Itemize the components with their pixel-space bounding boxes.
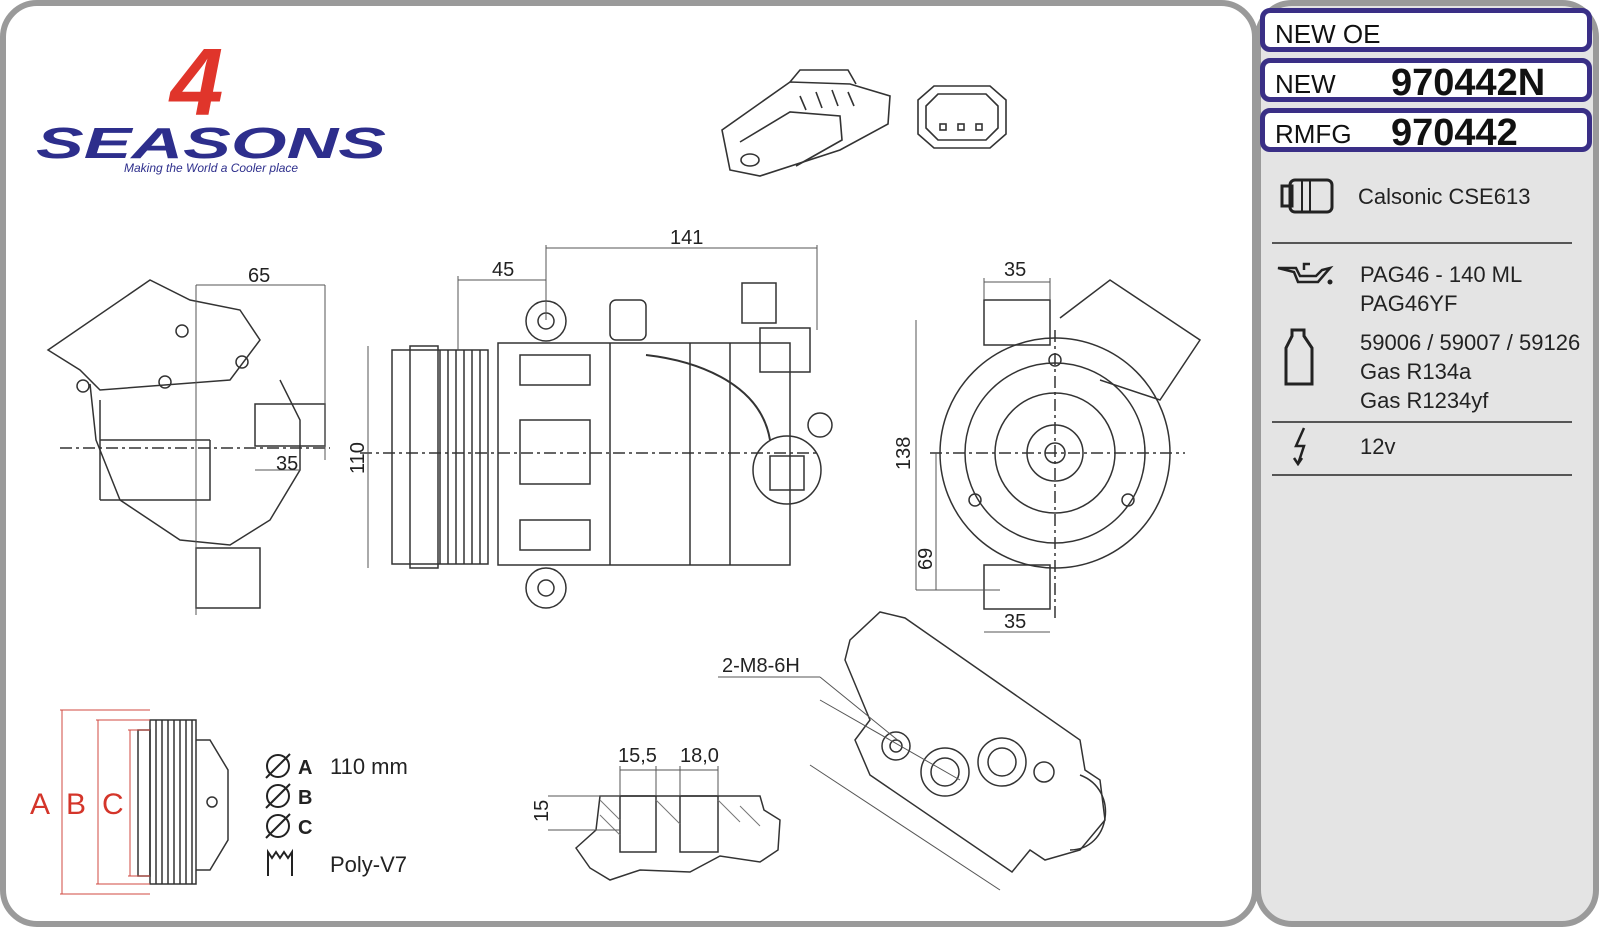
oil-bottle-icon — [1284, 328, 1314, 386]
belt-type: Poly-V7 — [330, 852, 407, 877]
thread-label: 2-M8-6H — [722, 655, 800, 677]
oil-spec: PAG46 - 140 ML PAG46YF — [1360, 260, 1522, 318]
connector-socket-drawing — [917, 85, 1007, 149]
compressor-model: Calsonic CSE613 — [1358, 182, 1530, 211]
gas-line-1: 59006 / 59007 / 59126 — [1360, 330, 1581, 355]
dim-141: 141 — [670, 227, 703, 249]
dim-35-top: 35 — [1004, 259, 1026, 281]
voltage-spec: 12v — [1360, 432, 1395, 461]
compressor-model-text: Calsonic CSE613 — [1358, 184, 1531, 209]
pulley-letter-c: C — [102, 788, 124, 821]
oil-line-2: PAG46YF — [1360, 291, 1458, 316]
brand-logo: 4 SEASONS Making the World a Cooler plac… — [36, 29, 386, 175]
divider-2 — [1272, 421, 1572, 423]
dim-69: 69 — [915, 548, 937, 570]
rmfg-label: RMFG — [1275, 119, 1352, 149]
legend-letter-a: A — [298, 757, 312, 779]
manifold-detail — [718, 611, 1107, 891]
logo-word: SEASONS — [36, 119, 386, 168]
dim-65: 65 — [248, 265, 270, 287]
compressor-icon — [1280, 178, 1334, 214]
dim-35-bottom: 35 — [1004, 611, 1026, 633]
right-panel-frame — [1255, 0, 1599, 927]
logo-tagline: Making the World a Cooler place — [124, 161, 298, 175]
legend-letter-b: B — [298, 787, 312, 809]
pulley-detail — [60, 709, 229, 895]
gas-line-2: Gas R134a — [1360, 359, 1472, 384]
oil-can-icon — [1277, 262, 1334, 285]
new-code-box: NEW 970442N — [1260, 58, 1592, 104]
diameter-a-value: 110 mm — [330, 754, 408, 779]
divider-1 — [1272, 242, 1572, 244]
legend-letter-c: C — [298, 817, 312, 839]
rmfg-code-box: RMFG 970442 — [1260, 108, 1592, 154]
dim-15-5: 15,5 — [618, 745, 657, 767]
new-code-value: 970442N — [1391, 62, 1546, 104]
connector-plug-drawing — [721, 69, 891, 177]
front-view-center — [360, 245, 833, 609]
lightning-icon — [1292, 427, 1306, 466]
new-oe-label: NEW OE — [1275, 19, 1381, 49]
diameter-legend — [265, 753, 293, 876]
dim-110: 110 — [347, 442, 369, 474]
dim-45: 45 — [492, 259, 514, 281]
logo-number: 4 — [168, 29, 223, 136]
pulley-letter-a: A — [30, 788, 50, 821]
side-view-right — [915, 278, 1202, 633]
dim-35-side: 35 — [276, 453, 298, 475]
oil-line-1: PAG46 - 140 ML — [1360, 262, 1523, 287]
dim-138: 138 — [893, 437, 915, 470]
port-section — [548, 766, 781, 881]
gas-spec: 59006 / 59007 / 59126 Gas R134a Gas R123… — [1360, 328, 1580, 415]
gas-line-3: Gas R1234yf — [1360, 388, 1489, 413]
side-view-left — [46, 279, 330, 615]
voltage-value: 12v — [1360, 434, 1396, 459]
rmfg-code-value: 970442 — [1391, 112, 1518, 154]
divider-3 — [1272, 474, 1572, 476]
dim-18-0: 18,0 — [680, 745, 719, 767]
poly-v-icon — [267, 848, 293, 876]
new-label: NEW — [1275, 69, 1336, 99]
pulley-letter-b: B — [66, 788, 86, 821]
new-oe-box: NEW OE — [1260, 8, 1592, 52]
dim-15: 15 — [531, 800, 553, 822]
